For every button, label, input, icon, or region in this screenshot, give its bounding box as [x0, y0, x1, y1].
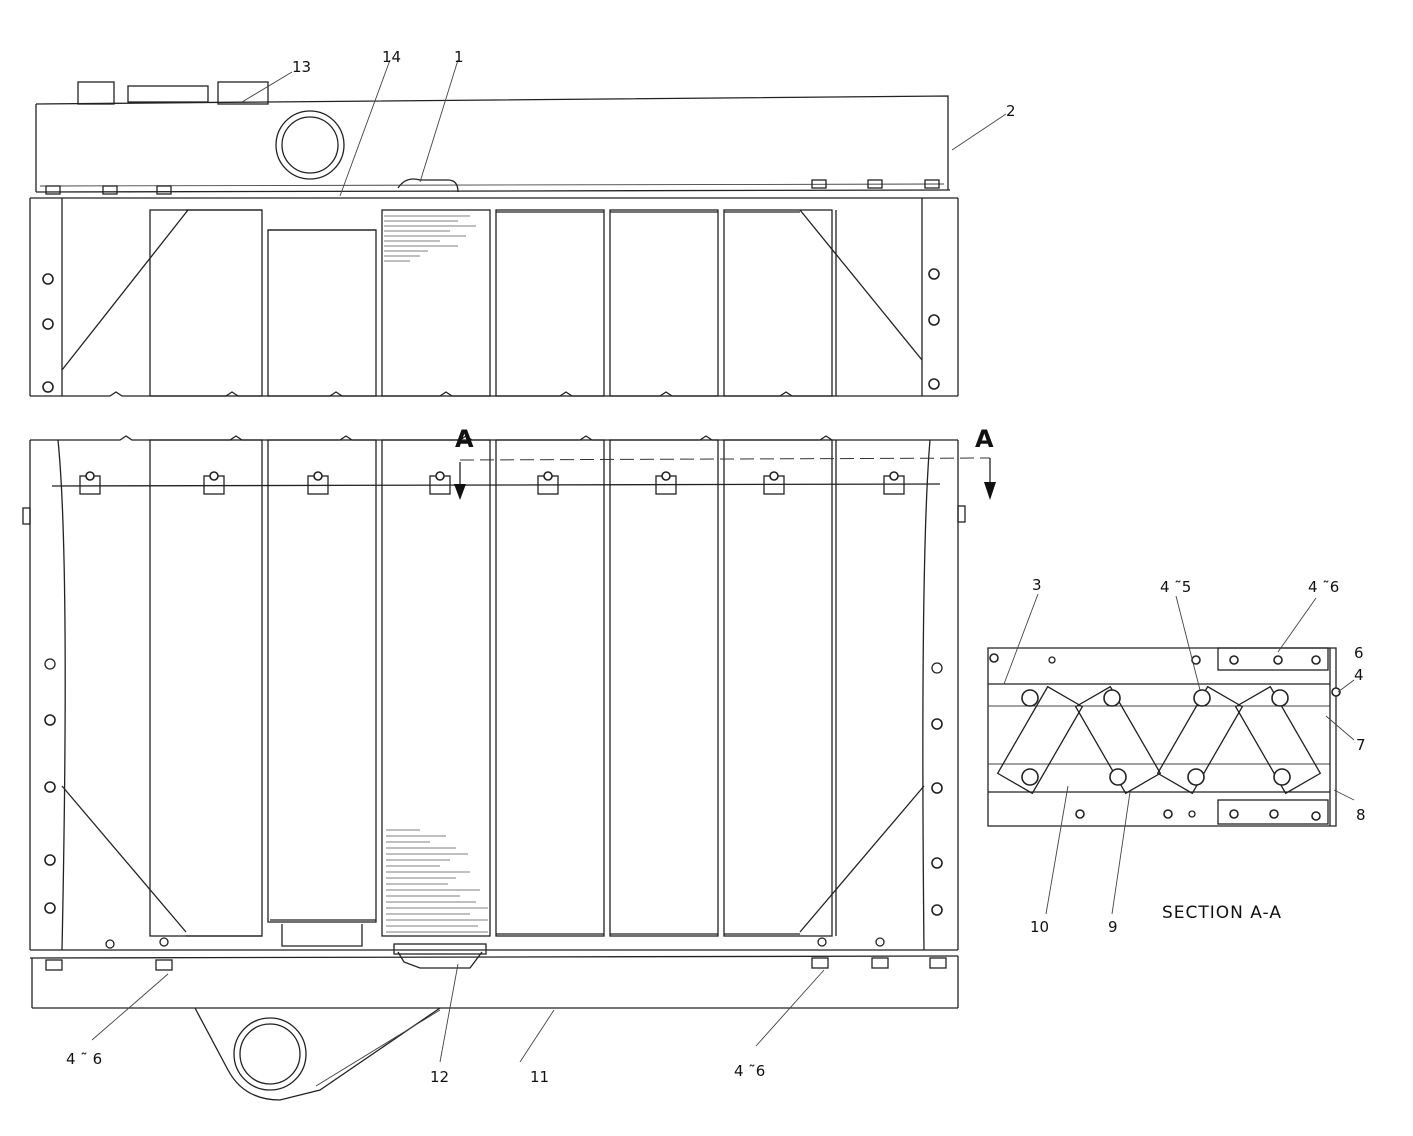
callout-14: 14 [382, 48, 401, 66]
top-flange-bolts [45, 178, 940, 195]
callout-4-6-section: 4 ˜6 [1308, 578, 1339, 596]
front-side-bolts [44, 658, 943, 916]
leader-lines [91, 59, 1355, 1087]
top-side-bolts [42, 268, 940, 393]
top-tank [35, 81, 951, 193]
callout-4-6-bottom: 4 ˜6 [734, 1062, 765, 1080]
callout-3: 3 [1032, 576, 1042, 594]
top-core-frame [29, 197, 959, 397]
callout-1: 1 [454, 48, 464, 66]
front-core-frame [29, 435, 959, 951]
section-a-a-view [987, 647, 1341, 827]
callout-8: 8 [1356, 806, 1366, 824]
callout-labels: 13 14 1 2 3 4 ˜5 4 ˜6 6 4 7 8 10 9 SECTI… [66, 48, 1366, 1086]
tie-rod [22, 471, 966, 525]
section-title: SECTION A-A [1162, 903, 1282, 923]
callout-9: 9 [1108, 918, 1118, 936]
top-view [29, 81, 959, 397]
section-tubes [996, 685, 1322, 795]
section-marker-right: A [975, 425, 994, 453]
callout-10: 10 [1030, 918, 1049, 936]
callout-4-5: 4 ˜5 [1160, 578, 1191, 596]
callout-2: 2 [1006, 102, 1016, 120]
section-bolts [989, 653, 1341, 821]
front-fin-hatch [386, 829, 488, 933]
callout-11: 11 [530, 1068, 549, 1086]
section-marker-left: A [455, 425, 474, 453]
callout-6: 6 [1354, 644, 1364, 662]
callout-7: 7 [1356, 736, 1366, 754]
bottom-tank [29, 937, 959, 1101]
top-fin-hatch [384, 215, 476, 262]
callout-4-6-left: 4 ˜ 6 [66, 1050, 102, 1068]
section-cut-line [454, 457, 996, 500]
front-view: A A [22, 425, 996, 1101]
top-core-tubes [149, 209, 837, 397]
callout-12: 12 [430, 1068, 449, 1086]
front-core-tubes [149, 439, 837, 947]
callout-13: 13 [292, 58, 311, 76]
callout-4: 4 [1354, 666, 1364, 684]
